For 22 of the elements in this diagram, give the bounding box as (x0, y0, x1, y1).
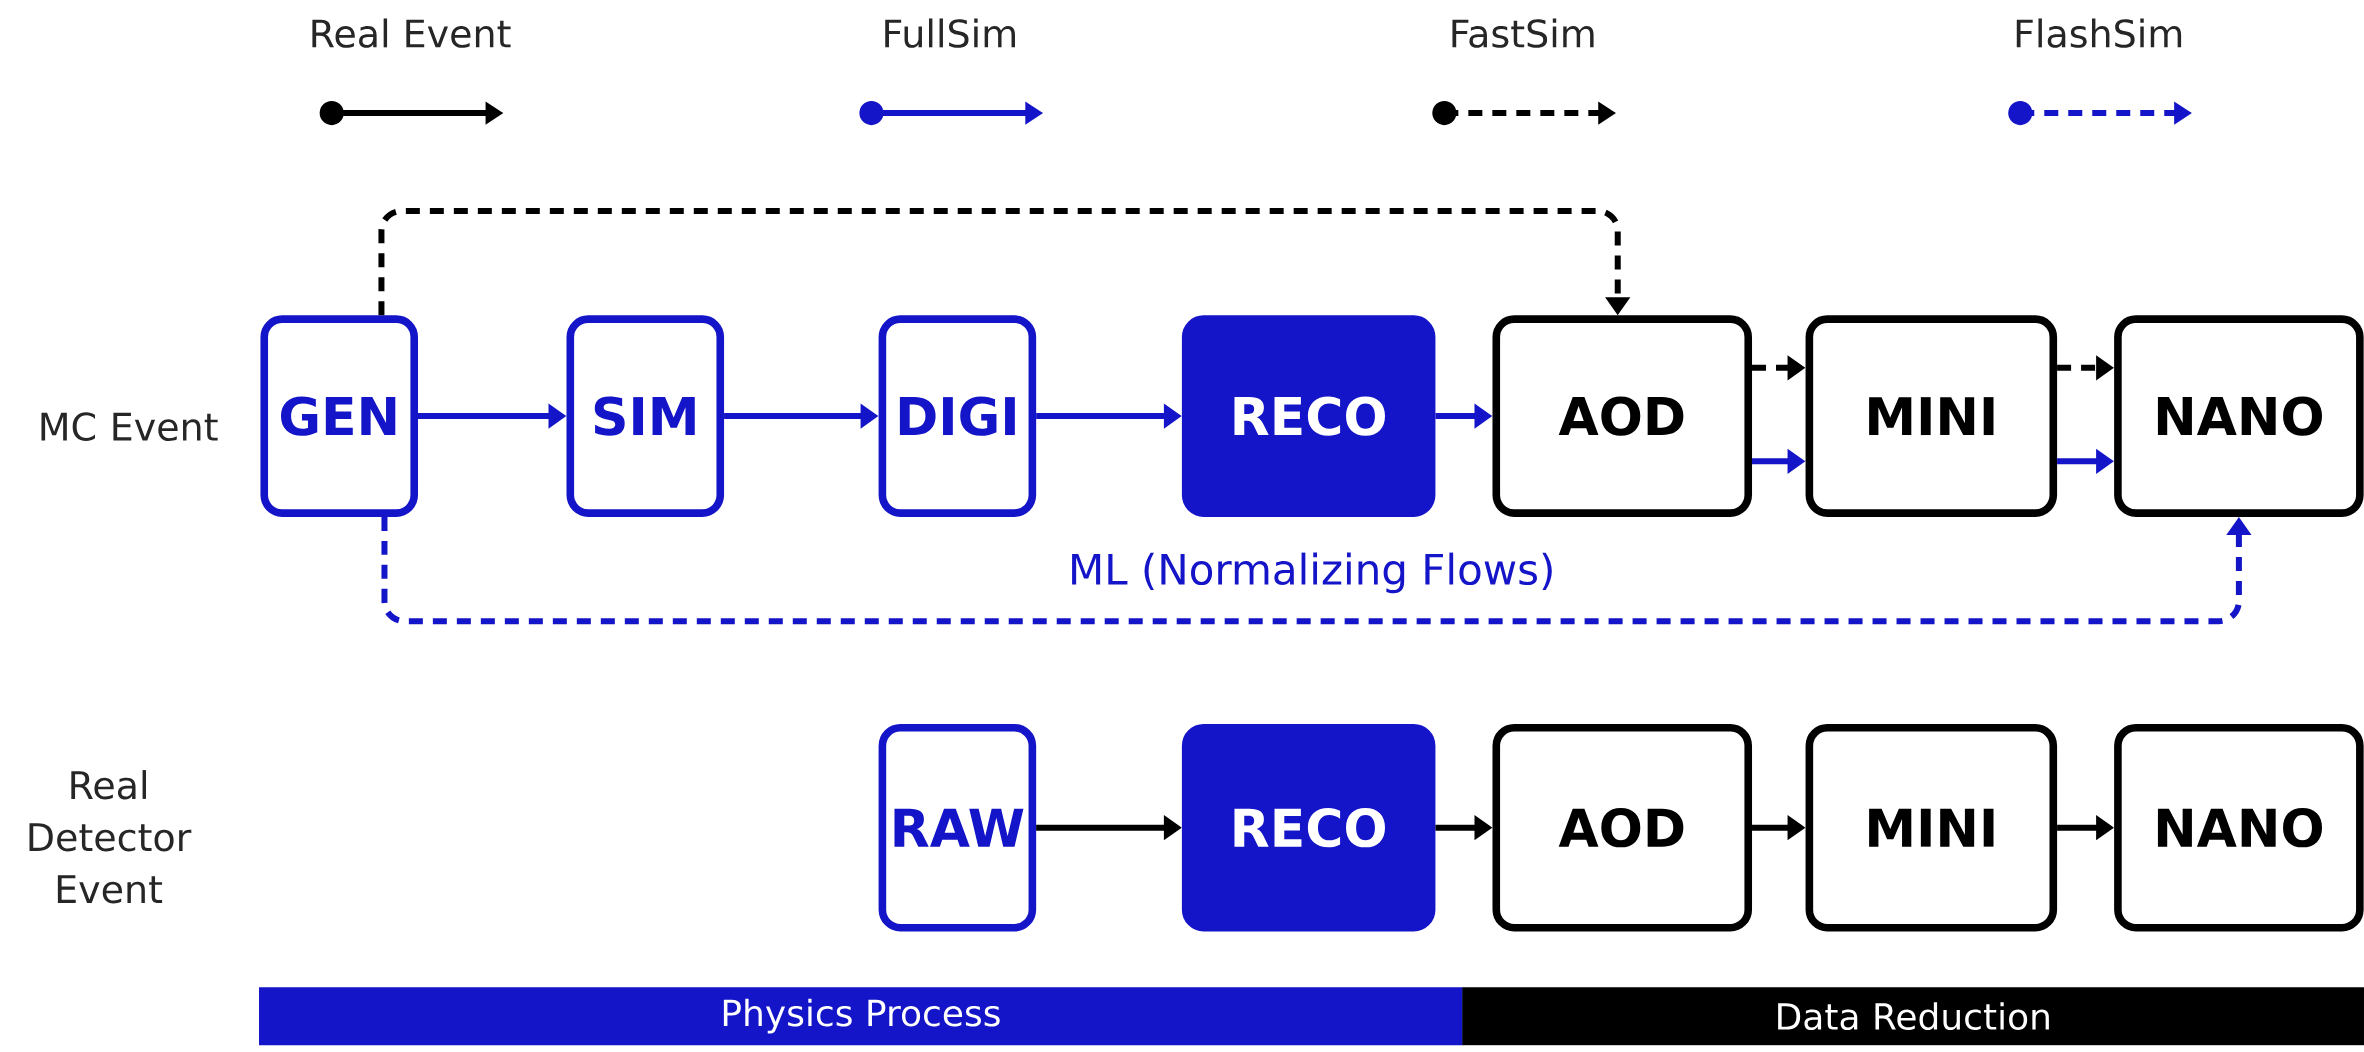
process-box: RECO (1181, 723, 1436, 932)
legend-label: FastSim (1452, 18, 1594, 48)
row-label: Real Detector Event (29, 769, 192, 904)
stage-band: Data Reduction (1462, 987, 2364, 1045)
process-box: MINI (1805, 315, 2058, 517)
process-box: AOD (1492, 315, 1753, 517)
process-box: NANO (2114, 315, 2364, 517)
process-box: RAW (878, 723, 1037, 932)
legend-label: FlashSim (2016, 18, 2182, 48)
process-box: RECO (1181, 315, 1436, 517)
process-box: NANO (2114, 723, 2364, 932)
process-box: SIM (566, 315, 725, 517)
row-label: MC Event (41, 412, 218, 441)
legend-label: FullSim (885, 18, 1015, 48)
process-box: AOD (1492, 723, 1753, 932)
process-box: DIGI (878, 315, 1037, 517)
process-box: GEN (260, 315, 419, 517)
arrow (378, 207, 1631, 316)
legend-label: Real Event (312, 18, 511, 48)
stage-band: Physics Process (259, 987, 1463, 1045)
process-box: MINI (1805, 723, 2058, 932)
edge-label: ML (Normalizing Flows) (1064, 548, 1560, 598)
